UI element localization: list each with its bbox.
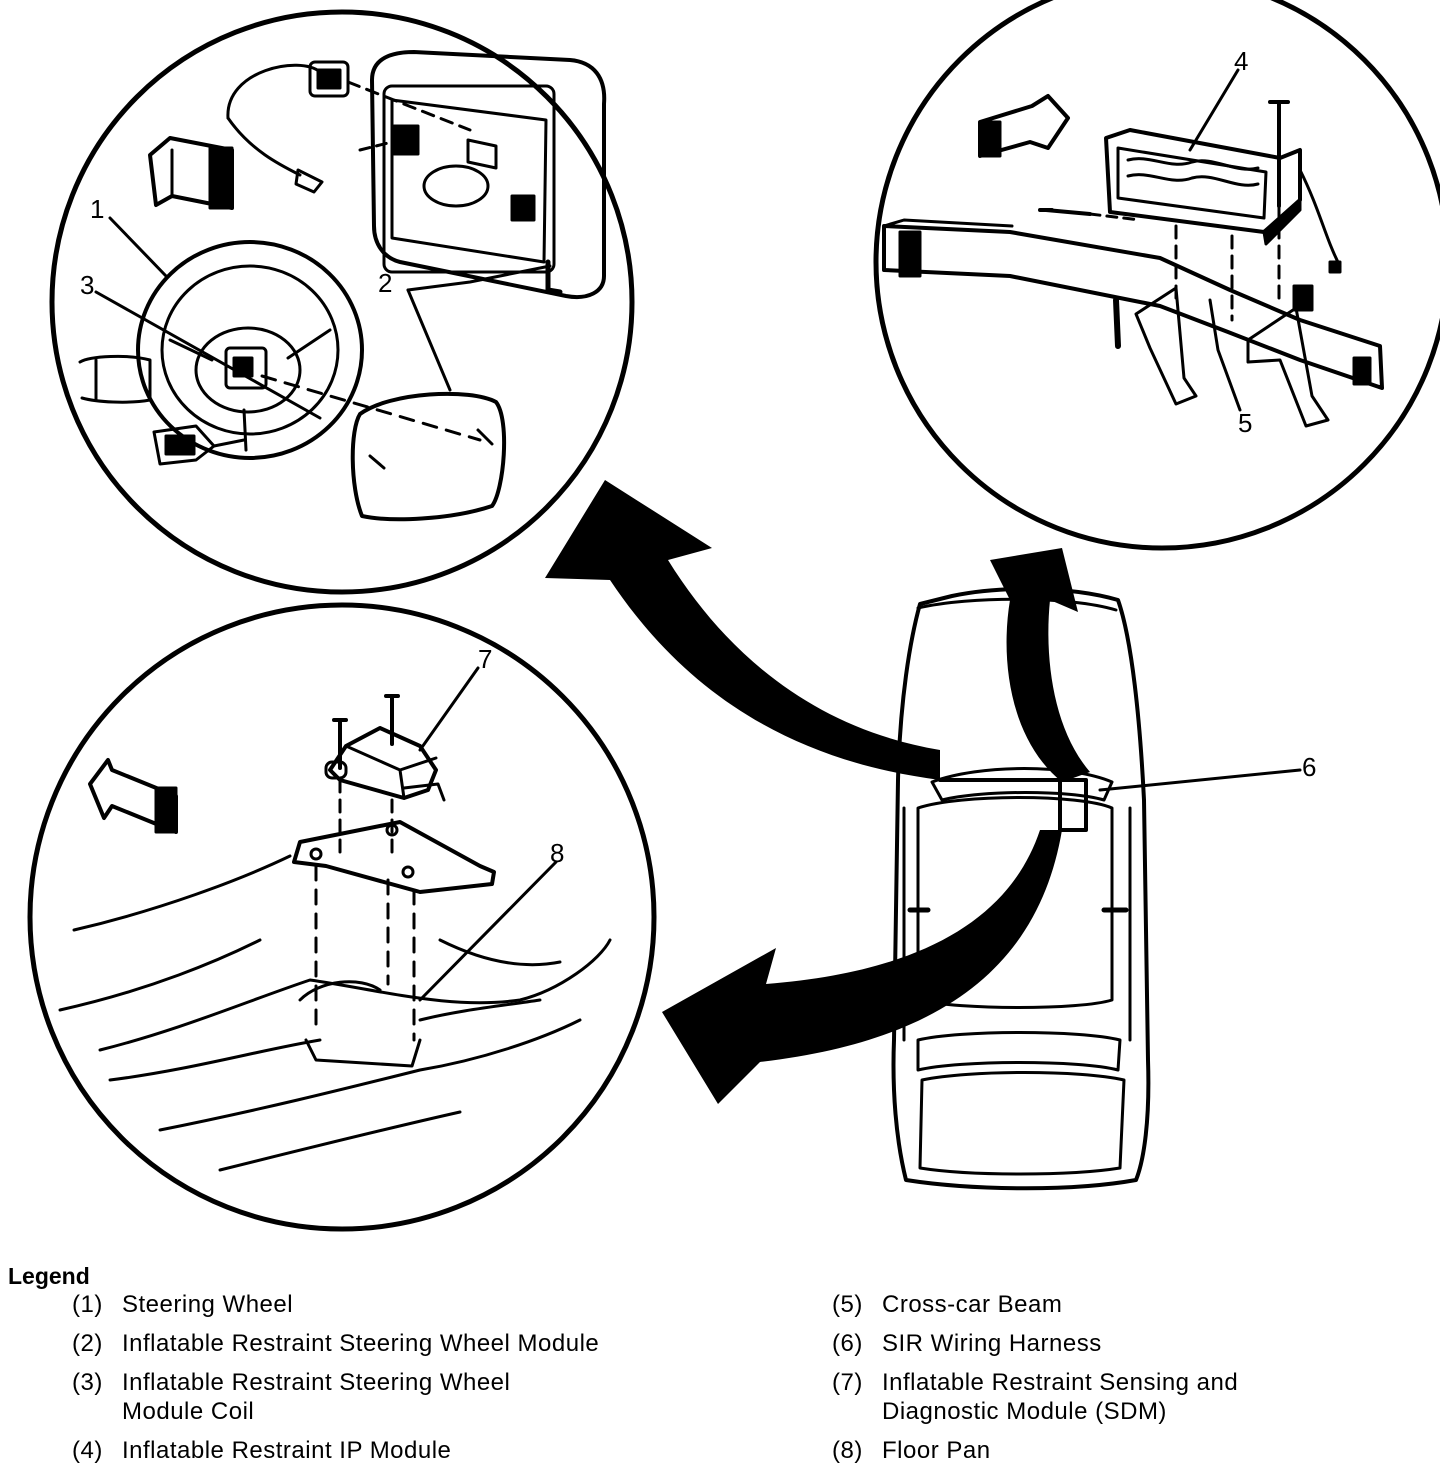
legend-item: (4) Inflatable Restraint IP Module (72, 1436, 752, 1465)
legend-item-number: (8) (832, 1437, 863, 1464)
callout-4: 4 (1234, 46, 1248, 76)
legend-title: Legend (8, 1263, 90, 1289)
callout-5: 5 (1238, 408, 1252, 438)
callout-3: 3 (80, 270, 94, 300)
callout-8: 8 (550, 838, 564, 868)
callout-1: 1 (90, 194, 104, 224)
legend-item: (3) Inflatable Restraint Steering Wheel … (72, 1368, 752, 1426)
legend-item-label: Inflatable Restraint Steering Wheel Modu… (122, 1369, 511, 1425)
legend-item-label: Cross-car Beam (882, 1291, 1063, 1318)
legend-item-label: Inflatable Restraint IP Module (122, 1437, 452, 1464)
legend-item: (5) Cross-car Beam (832, 1290, 1432, 1319)
legend-item-number: (6) (832, 1330, 863, 1357)
legend-item-number: (7) (832, 1369, 863, 1396)
callout-7: 7 (478, 644, 492, 674)
ip-module-detail-view (873, 0, 1440, 551)
legend-column-right: (5) Cross-car Beam (6) SIR Wiring Harnes… (832, 1290, 1432, 1475)
callout-leader-lines (94, 68, 1302, 1002)
legend-item-label: Floor Pan (882, 1437, 991, 1464)
legend-item-label: SIR Wiring Harness (882, 1330, 1102, 1357)
steering-wheel-detail-view (49, 9, 635, 595)
legend-item-number: (5) (832, 1291, 863, 1318)
pointer-arrow-to-ip-module (990, 548, 1090, 782)
callout-6: 6 (1302, 752, 1316, 782)
legend-item: (2) Inflatable Restraint Steering Wheel … (72, 1329, 752, 1358)
legend-item: (7) Inflatable Restraint Sensing and Dia… (832, 1368, 1432, 1426)
legend-column-left: (1) Steering Wheel (2) Inflatable Restra… (72, 1290, 752, 1475)
legend-item: (8) Floor Pan (832, 1436, 1432, 1465)
legend-item-number: (3) (72, 1369, 103, 1396)
pointer-arrow-to-sdm (662, 830, 1062, 1104)
callout-2: 2 (378, 268, 392, 298)
legend-item: (6) SIR Wiring Harness (832, 1329, 1432, 1358)
pointer-arrow-to-steering-wheel (545, 480, 940, 780)
legend-item-number: (1) (72, 1291, 103, 1318)
legend-item-label: Inflatable Restraint Steering Wheel Modu… (122, 1330, 600, 1357)
sdm-detail-view (27, 602, 657, 1232)
legend-item-number: (2) (72, 1330, 103, 1357)
legend-item: (1) Steering Wheel (72, 1290, 752, 1319)
airbag-system-diagram: 1 2 3 4 5 6 7 8 (27, 0, 1440, 1232)
legend-item-number: (4) (72, 1437, 103, 1464)
legend-item-label: Steering Wheel (122, 1291, 294, 1318)
legend-item-label: Inflatable Restraint Sensing and Diagnos… (882, 1369, 1239, 1425)
